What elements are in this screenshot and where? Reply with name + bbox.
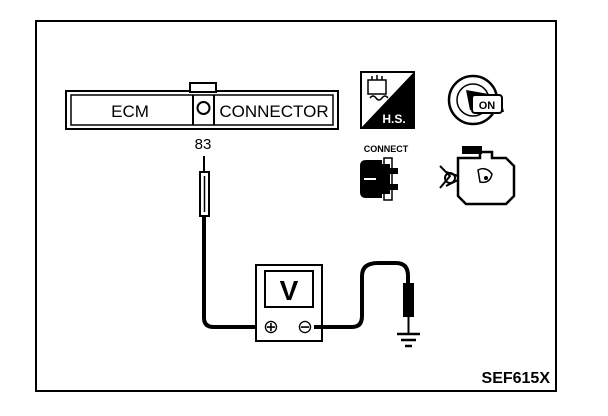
ground-probe-handle: [403, 283, 414, 317]
positive-lead-wire: [202, 216, 262, 329]
connector-pin-label: 83: [195, 136, 212, 153]
negative-lead-wire: [314, 261, 410, 329]
positive-probe: [199, 156, 210, 217]
ignition-key-on-icon: ON: [447, 74, 504, 126]
voltmeter: V ⊕ ⊖: [255, 264, 323, 342]
voltmeter-plus-terminal: ⊕: [263, 317, 279, 338]
connector-inner-frame: [70, 94, 334, 126]
connect-label: CONNECT: [364, 144, 409, 154]
voltmeter-display: [264, 270, 314, 308]
negative-probe: [403, 283, 414, 334]
ignition-on-label: ON: [479, 100, 496, 112]
engine-hot-start-icon: H.S.: [360, 71, 415, 129]
connector-pin-hole: [196, 101, 211, 115]
voltmeter-symbol: V: [280, 275, 299, 306]
voltmeter-minus-terminal: ⊖: [297, 317, 313, 338]
connector-right-label: CONNECTOR: [219, 102, 328, 121]
engine-running-icon: [439, 146, 516, 206]
connector-connect-icon: CONNECT: [360, 144, 409, 201]
connector-left-label: ECM: [111, 102, 149, 121]
ground-symbol-icon: [397, 332, 420, 348]
connector-latch: [189, 82, 217, 93]
ecm-connector: ECM CONNECTOR 83: [65, 82, 339, 153]
figure-code: SEF615X: [482, 370, 551, 387]
hot-start-label: H.S.: [382, 112, 405, 126]
figure-frame: [35, 20, 557, 392]
